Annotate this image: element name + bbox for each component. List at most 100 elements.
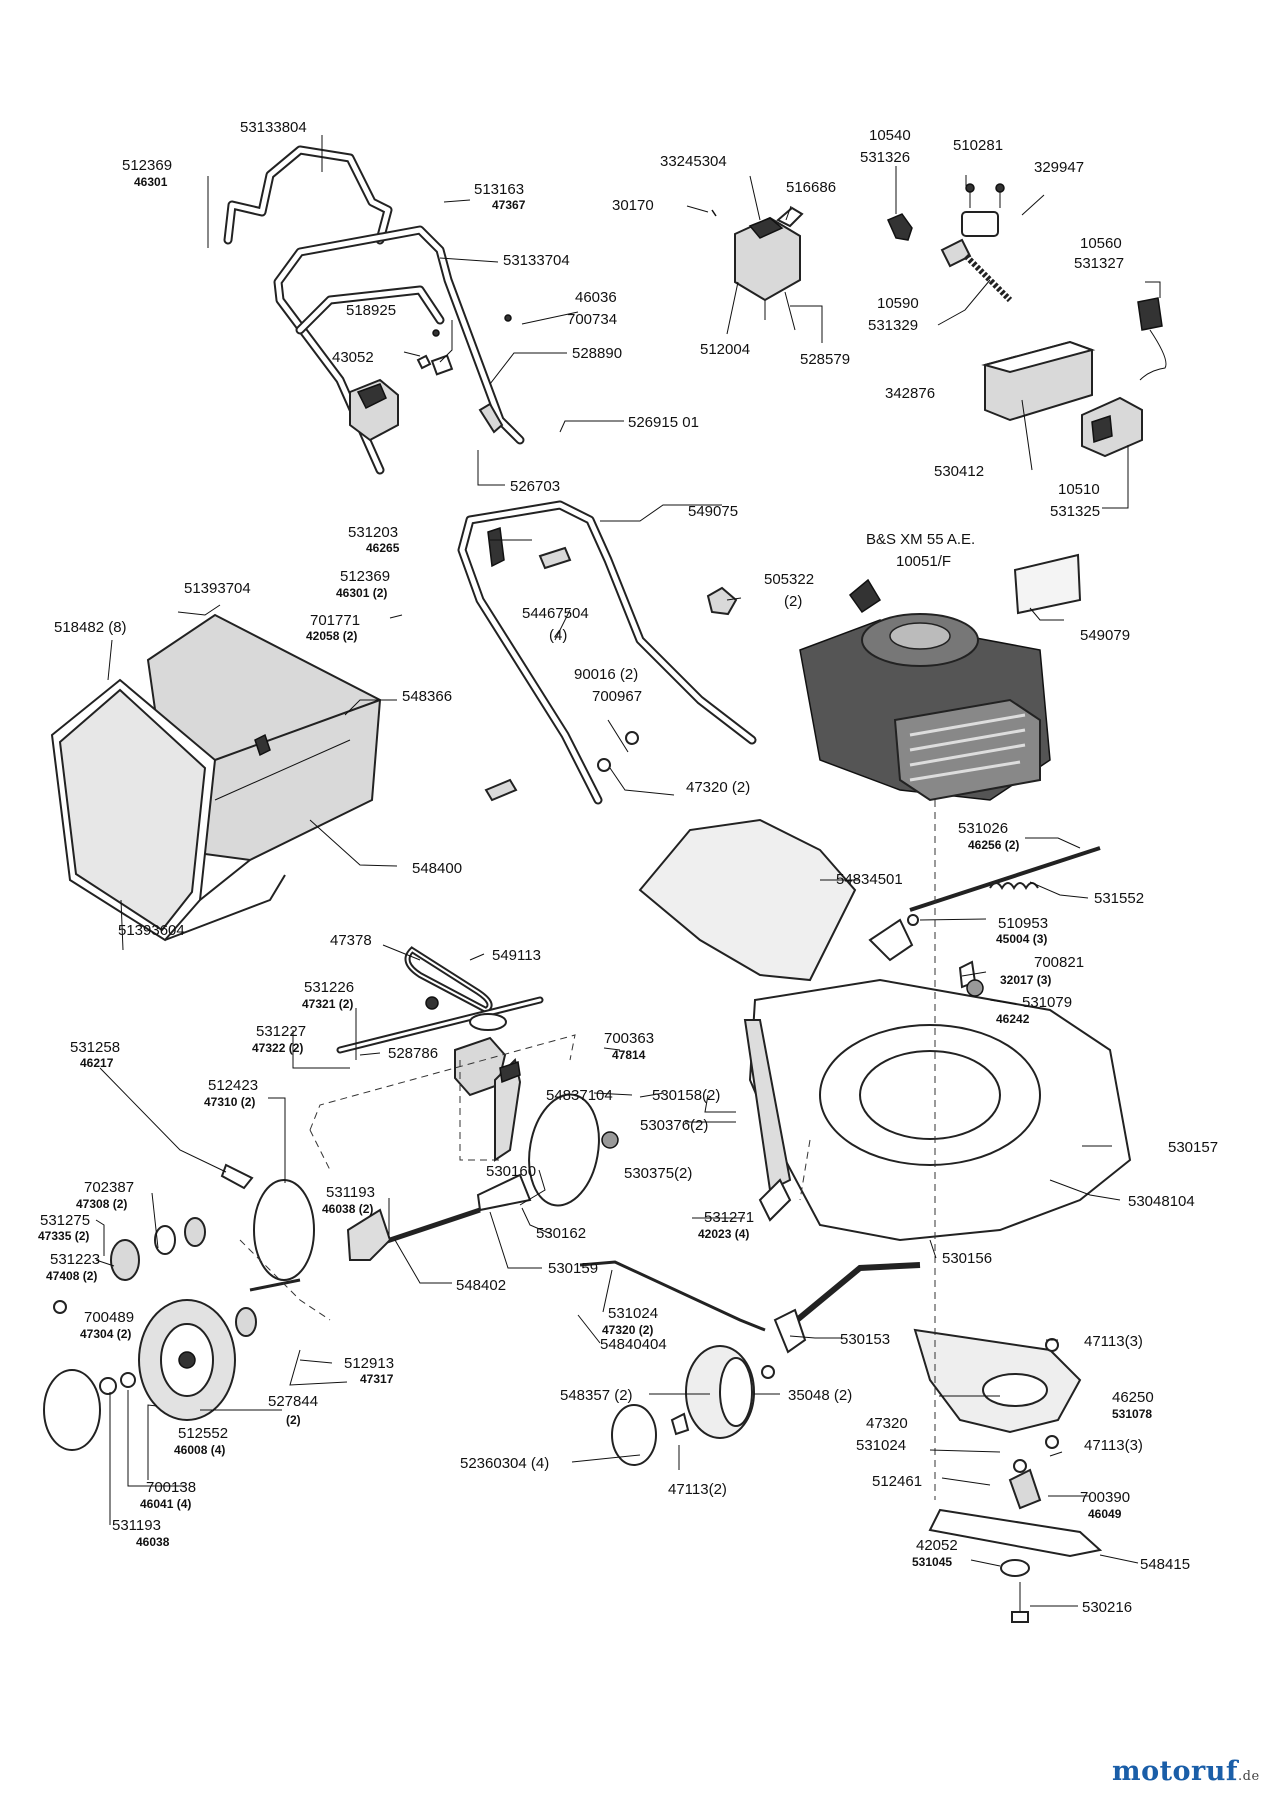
svg-text:548400: 548400 xyxy=(412,860,462,877)
svg-text:530160: 530160 xyxy=(486,1163,536,1180)
svg-text:42023 (4): 42023 (4) xyxy=(698,1227,749,1241)
brand-logo[interactable]: motoruf.de xyxy=(1112,1756,1260,1787)
parts-drawings xyxy=(43,145,1167,1623)
svg-text:700734: 700734 xyxy=(567,311,617,328)
label-l05: 46036 700734 xyxy=(567,289,617,328)
svg-text:512913: 512913 xyxy=(344,1355,394,1372)
label-l71: 54840404 xyxy=(600,1336,667,1353)
lower-handle xyxy=(457,500,757,805)
svg-text:512423: 512423 xyxy=(208,1077,258,1094)
svg-text:700363: 700363 xyxy=(604,1030,654,1047)
label-l20: 10590 531329 xyxy=(868,295,919,334)
svg-text:531258: 531258 xyxy=(70,1039,120,1056)
svg-text:531078: 531078 xyxy=(1112,1407,1152,1421)
label-l68: 530156 xyxy=(942,1250,992,1267)
svg-text:548415: 548415 xyxy=(1140,1556,1190,1573)
svg-text:526703: 526703 xyxy=(510,478,560,495)
svg-text:47320 (2): 47320 (2) xyxy=(602,1323,653,1337)
svg-text:700489: 700489 xyxy=(84,1309,134,1326)
label-l57: 530157 xyxy=(1168,1139,1218,1156)
svg-text:54834501: 54834501 xyxy=(836,871,903,888)
label-l49: 528786 xyxy=(388,1045,438,1062)
svg-text:47408 (2): 47408 (2) xyxy=(46,1269,97,1283)
label-l45: 47378 xyxy=(330,932,372,949)
svg-text:531327: 531327 xyxy=(1074,255,1124,272)
svg-text:512552: 512552 xyxy=(178,1425,228,1442)
label-l09: 526915 01 xyxy=(628,414,699,431)
svg-text:46256 (2): 46256 (2) xyxy=(968,838,1019,852)
svg-text:47310 (2): 47310 (2) xyxy=(204,1095,255,1109)
svg-text:46250: 46250 xyxy=(1112,1389,1154,1406)
front-axle xyxy=(579,1260,921,1466)
svg-text:518482 (8): 518482 (8) xyxy=(54,619,127,636)
svg-text:505322: 505322 xyxy=(764,571,814,588)
svg-text:512004: 512004 xyxy=(700,341,750,358)
svg-text:531024: 531024 xyxy=(856,1437,906,1454)
label-l58: 530160 xyxy=(486,1163,536,1180)
label-l04: 53133704 xyxy=(503,252,570,269)
svg-text:51393604: 51393604 xyxy=(118,922,185,939)
svg-text:30170: 30170 xyxy=(612,197,654,214)
label-l34: 548366 xyxy=(402,688,452,705)
svg-text:47378: 47378 xyxy=(330,932,372,949)
svg-text:512369: 512369 xyxy=(122,157,172,174)
label-l22: 530412 xyxy=(934,463,984,480)
centerlines xyxy=(799,800,936,1500)
svg-text:526915 01: 526915 01 xyxy=(628,414,699,431)
svg-text:47814: 47814 xyxy=(612,1048,646,1062)
svg-text:47308 (2): 47308 (2) xyxy=(76,1197,127,1211)
label-l32: 518482 (8) xyxy=(54,619,127,636)
svg-text:46036: 46036 xyxy=(575,289,617,306)
label-l29: B&S XM 55 A.E.10051/F xyxy=(866,531,975,570)
svg-text:329947: 329947 xyxy=(1034,159,1084,176)
svg-text:531193: 531193 xyxy=(112,1517,161,1534)
label-l67: 548402 xyxy=(456,1277,506,1294)
label-l53: 54837104 xyxy=(546,1087,613,1104)
label-l01: 53133804 xyxy=(240,119,307,136)
svg-text:10590: 10590 xyxy=(877,295,919,312)
svg-text:530153: 530153 xyxy=(840,1331,890,1348)
label-l36: 47320 (2) xyxy=(686,779,750,796)
svg-text:90016 (2): 90016 (2) xyxy=(574,666,638,683)
svg-text:53048104: 53048104 xyxy=(1128,1193,1195,1210)
label-l90: 530216 xyxy=(1082,1599,1132,1616)
svg-text:B&S XM 55 A.E.: B&S XM 55 A.E. xyxy=(866,531,975,548)
svg-text:46301: 46301 xyxy=(134,175,168,189)
svg-text:47320: 47320 xyxy=(866,1415,908,1432)
svg-text:33245304: 33245304 xyxy=(660,153,727,170)
label-l08: 528890 xyxy=(572,345,622,362)
svg-text:(2): (2) xyxy=(784,593,802,610)
label-l06: 518925 xyxy=(346,302,396,319)
label-l41: 54834501 xyxy=(836,871,903,888)
label-l27: 54467504(4) xyxy=(522,605,589,644)
svg-text:530412: 530412 xyxy=(934,463,984,480)
svg-text:531329: 531329 xyxy=(868,317,918,334)
svg-text:548366: 548366 xyxy=(402,688,452,705)
svg-text:47304 (2): 47304 (2) xyxy=(80,1327,131,1341)
svg-text:54467504: 54467504 xyxy=(522,605,589,622)
svg-text:531079: 531079 xyxy=(1022,994,1072,1011)
svg-text:46041 (4): 46041 (4) xyxy=(140,1497,191,1511)
svg-text:42058 (2): 42058 (2) xyxy=(306,629,357,643)
svg-text:35048 (2): 35048 (2) xyxy=(788,1387,852,1404)
svg-text:47321 (2): 47321 (2) xyxy=(302,997,353,1011)
svg-text:530162: 530162 xyxy=(536,1225,586,1242)
svg-text:510953: 510953 xyxy=(998,915,1048,932)
svg-text:46242: 46242 xyxy=(996,1012,1030,1026)
svg-text:530158(2): 530158(2) xyxy=(652,1087,720,1104)
svg-text:518925: 518925 xyxy=(346,302,396,319)
